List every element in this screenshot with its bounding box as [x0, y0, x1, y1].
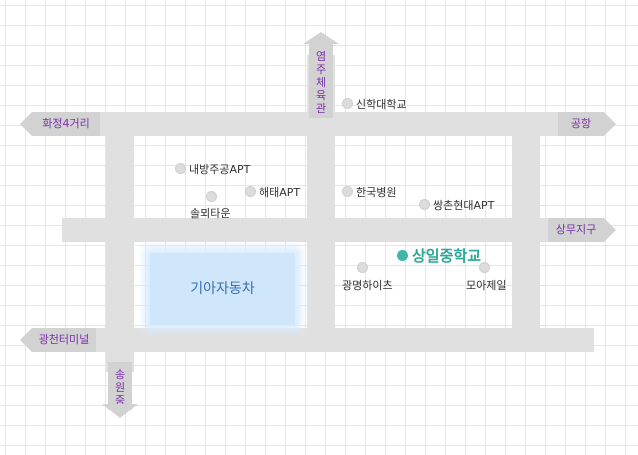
- left-arrow-icon: [20, 328, 32, 352]
- down-arrow-icon: [102, 404, 138, 418]
- place-moajeil: 모아제일: [466, 279, 507, 292]
- direction-hwajeong: 화정4거리: [32, 112, 100, 136]
- place-marker-icon: [419, 199, 430, 210]
- place-marker-icon: [479, 262, 490, 273]
- up-arrow-icon: [303, 32, 339, 44]
- place-marker-icon: [175, 163, 186, 174]
- road-right-vertical: [512, 112, 540, 342]
- right-arrow-icon: [604, 112, 616, 136]
- place-kia-motors: 기아자동차: [150, 253, 295, 325]
- place-marker-icon: [206, 191, 217, 202]
- place-ssangchon-apt: 쌍촌현대APT: [433, 199, 495, 212]
- direction-songwon: 송원중: [108, 362, 132, 410]
- place-gwangmyeong-heights: 광명하이츠: [342, 279, 393, 292]
- school-marker-icon: [397, 250, 408, 261]
- direction-sangmu: 상무지구: [548, 218, 604, 242]
- place-korea-hospital: 한국병원: [356, 186, 397, 199]
- place-marker-icon: [342, 98, 353, 109]
- place-naebang-apt: 내방주공APT: [189, 163, 251, 176]
- road-middle-horizontal: [62, 218, 548, 242]
- right-arrow-icon: [604, 218, 616, 242]
- place-marker-icon: [357, 262, 368, 273]
- place-marker-icon: [342, 186, 353, 197]
- place-marker-icon: [245, 186, 256, 197]
- road-bottom-horizontal: [96, 328, 594, 352]
- direction-yeomju-gym-text: 염주체육관: [315, 50, 327, 115]
- direction-airport: 공항: [558, 112, 604, 136]
- direction-yeomju-gym: 염주체육관: [309, 44, 333, 118]
- road-left-vertical: [106, 112, 134, 372]
- place-solmoe-town: 솔뫼타운: [190, 207, 231, 220]
- left-arrow-icon: [20, 112, 32, 136]
- place-shinhak-univ: 신학대학교: [356, 98, 407, 111]
- place-haetae-apt: 해태APT: [259, 186, 301, 199]
- direction-gwangcheon: 광천터미널: [32, 328, 96, 352]
- place-sangil-school: 상일중학교: [412, 247, 482, 265]
- direction-songwon-text: 송원중: [114, 368, 126, 407]
